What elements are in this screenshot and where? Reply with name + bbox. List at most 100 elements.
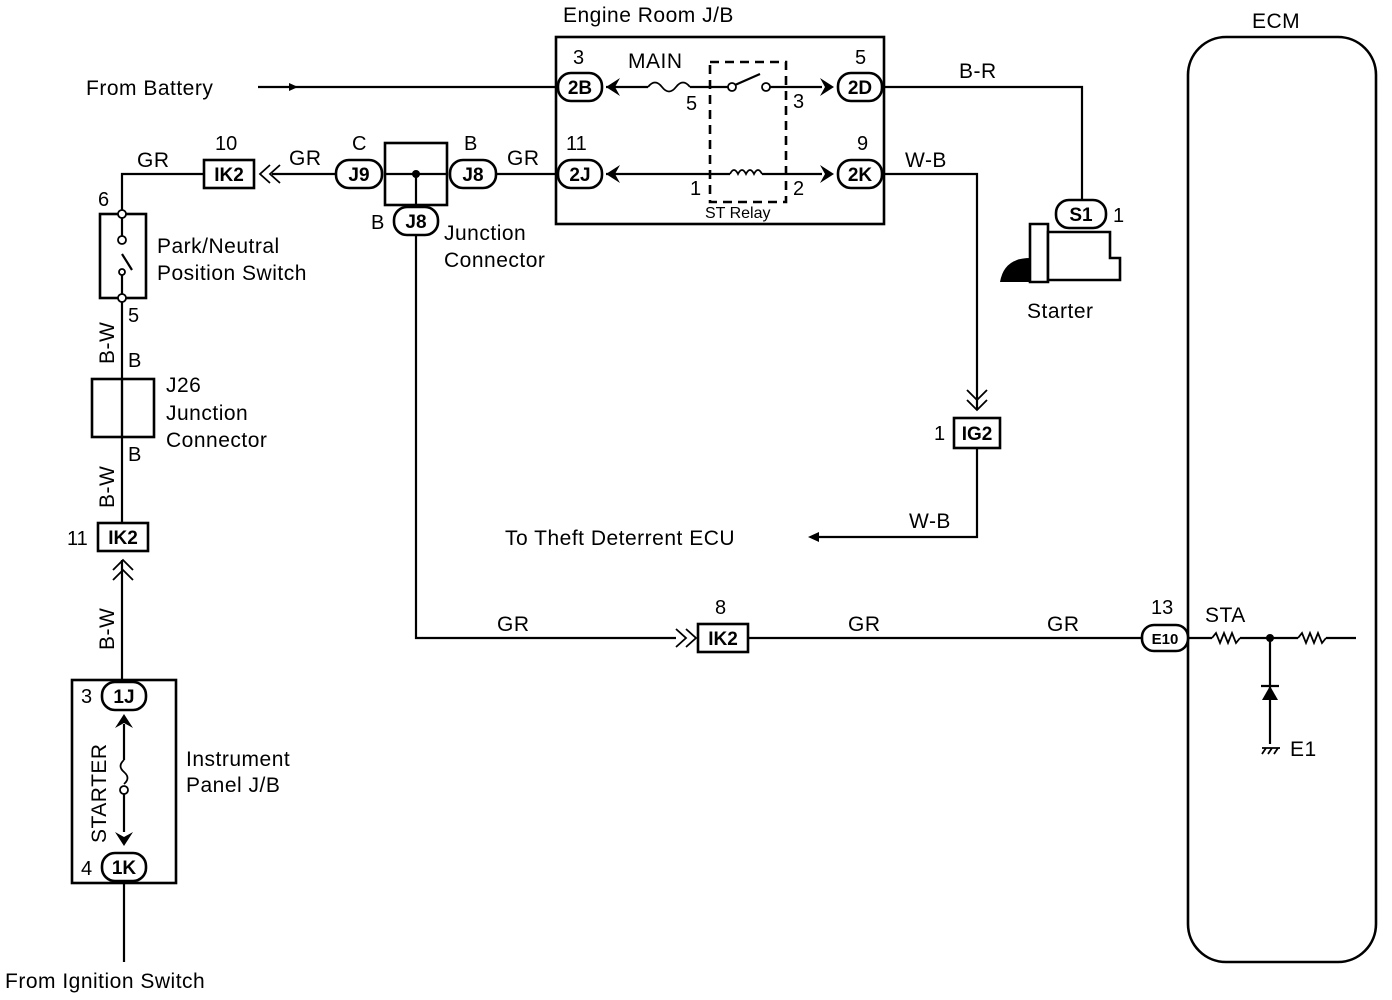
pin-j8-right: B: [464, 133, 477, 155]
svg-text:2D: 2D: [848, 78, 872, 99]
wire-label-b-w-3: B-W: [96, 608, 119, 650]
j26-pin-b-top: B: [128, 350, 141, 372]
ecm-unit: ECM E10 13 STA E1: [1140, 10, 1378, 964]
from-battery-label: From Battery: [86, 77, 213, 100]
to-theft-deterrent-label: To Theft Deterrent ECU: [505, 527, 735, 550]
park-neutral-switch: 6 5 Park/Neutral Position Switch: [98, 189, 307, 327]
junction-connector-label-1: Junction: [444, 222, 526, 245]
pin-j8-bottom: B: [371, 212, 384, 234]
connector-ik2-left: IK2 11: [67, 521, 150, 553]
wire-label-b-w-2: B-W: [96, 466, 119, 508]
wire-w-b-top: [884, 172, 979, 410]
connector-e10: E10: [1152, 631, 1179, 648]
main-fuse-label: MAIN: [628, 50, 683, 73]
wire-label-gr-2: GR: [289, 147, 322, 170]
svg-text:2J: 2J: [569, 165, 590, 186]
connector-2j: 2J 11: [556, 133, 604, 190]
wire-label-b-w-1: B-W: [96, 322, 119, 364]
connector-ik2-bottom: IK2 8: [696, 597, 750, 654]
wire-w-b-bottom: [812, 448, 979, 539]
svg-text:IK2: IK2: [108, 528, 138, 549]
svg-text:Instrument: Instrument: [186, 748, 290, 771]
svg-text:9: 9: [857, 133, 868, 155]
svg-text:2K: 2K: [848, 165, 873, 186]
relay-pin-5: 5: [686, 93, 697, 115]
svg-text:IK2: IK2: [214, 165, 244, 186]
starter-motor: S1 1 Starter: [1000, 198, 1124, 323]
wire-label-gr-bottom-2: GR: [848, 613, 881, 636]
connector-1k: 1K: [112, 858, 137, 879]
pns-pin-6: 6: [98, 189, 109, 211]
connector-2d: 2D 5: [836, 47, 884, 103]
connector-j9: J9: [348, 165, 369, 186]
relay-coil-symbol: [729, 169, 763, 177]
wire-label-b-r: B-R: [959, 60, 997, 83]
arrow-2k: [820, 165, 834, 183]
wire-b-r: [884, 85, 1084, 200]
wire-gr-bottom: [414, 235, 676, 640]
pns-pin-5: 5: [128, 305, 139, 327]
starter-fuse-symbol: [119, 759, 129, 785]
connector-j8-right: J8: [462, 165, 483, 186]
svg-text:1: 1: [934, 423, 945, 445]
relay-pin-2: 2: [793, 178, 804, 200]
starter-label: Starter: [1027, 300, 1094, 323]
instrument-panel-jb: 1J 3 1K 4 STARTER Instrument Panel J/B: [70, 678, 290, 885]
wire-label-w-b-top: W-B: [905, 149, 947, 172]
svg-text:Panel J/B: Panel J/B: [186, 774, 280, 797]
main-fuse-symbol: [647, 81, 691, 93]
arrow-2d: [820, 78, 834, 96]
svg-text:Connector: Connector: [166, 429, 267, 452]
junction-connector-label-2: Connector: [444, 249, 545, 272]
svg-text:Junction: Junction: [166, 402, 248, 425]
wire-gr-pns: [120, 172, 204, 212]
wire-label-gr-bottom-3: GR: [1047, 613, 1080, 636]
j26-pin-b-bottom: B: [128, 444, 141, 466]
pns-label-2: Position Switch: [157, 262, 307, 285]
connector-ig2: IG2 1: [934, 416, 1002, 450]
wire-label-gr-1: GR: [137, 149, 170, 172]
svg-text:3: 3: [573, 47, 584, 69]
connector-2b: 2B 3: [556, 47, 604, 103]
e1-label: E1: [1290, 738, 1317, 761]
engine-room-jb-title: Engine Room J/B: [563, 4, 734, 27]
engine-room-jb: Engine Room J/B ST Relay MAIN 5 3 1 2 2B…: [554, 4, 886, 226]
relay-pin-3: 3: [793, 91, 804, 113]
wire-label-gr-bottom-1: GR: [497, 613, 530, 636]
pin-1j: 3: [81, 686, 92, 708]
svg-text:8: 8: [715, 597, 726, 619]
pns-label-1: Park/Neutral: [157, 235, 280, 258]
connector-1j: 1J: [113, 687, 134, 708]
svg-text:IK2: IK2: [708, 629, 738, 650]
svg-text:11: 11: [67, 528, 88, 550]
connector-s1: S1: [1069, 205, 1093, 226]
wire-label-gr-3: GR: [507, 147, 540, 170]
svg-text:IG2: IG2: [962, 424, 993, 445]
arrow-2b: [606, 78, 620, 96]
sta-resistor-2: [1297, 630, 1327, 646]
from-ignition-label: From Ignition Switch: [5, 970, 205, 993]
st-relay-label: ST Relay: [705, 205, 771, 222]
j26-junction-connector: J26 Junction Connector: [90, 374, 267, 452]
ecm-label: ECM: [1252, 10, 1300, 33]
st-relay-box: [708, 60, 788, 204]
connector-ik2-top: IK2 10: [202, 133, 256, 190]
arrow-2j: [606, 165, 620, 183]
wire-label-w-b-bottom: W-B: [909, 510, 951, 533]
pin-e10: 13: [1151, 597, 1173, 619]
sta-resistor-1: [1211, 630, 1241, 646]
connector-2k: 2K 9: [836, 133, 884, 190]
svg-text:11: 11: [566, 133, 587, 155]
svg-text:2B: 2B: [568, 78, 592, 99]
relay-pin-1: 1: [690, 178, 701, 200]
sta-label: STA: [1205, 604, 1246, 627]
diode-symbol: [1262, 686, 1278, 700]
pin-s1: 1: [1113, 205, 1124, 227]
starter-fuse-label: STARTER: [88, 743, 111, 843]
junction-connector: J9 C J8 B J8 B Junction Connector: [334, 133, 545, 272]
svg-text:5: 5: [855, 47, 866, 69]
svg-text:10: 10: [215, 133, 237, 155]
svg-text:J26: J26: [166, 374, 201, 397]
connector-j8-bottom: J8: [405, 212, 426, 233]
pin-1k: 4: [81, 858, 92, 880]
